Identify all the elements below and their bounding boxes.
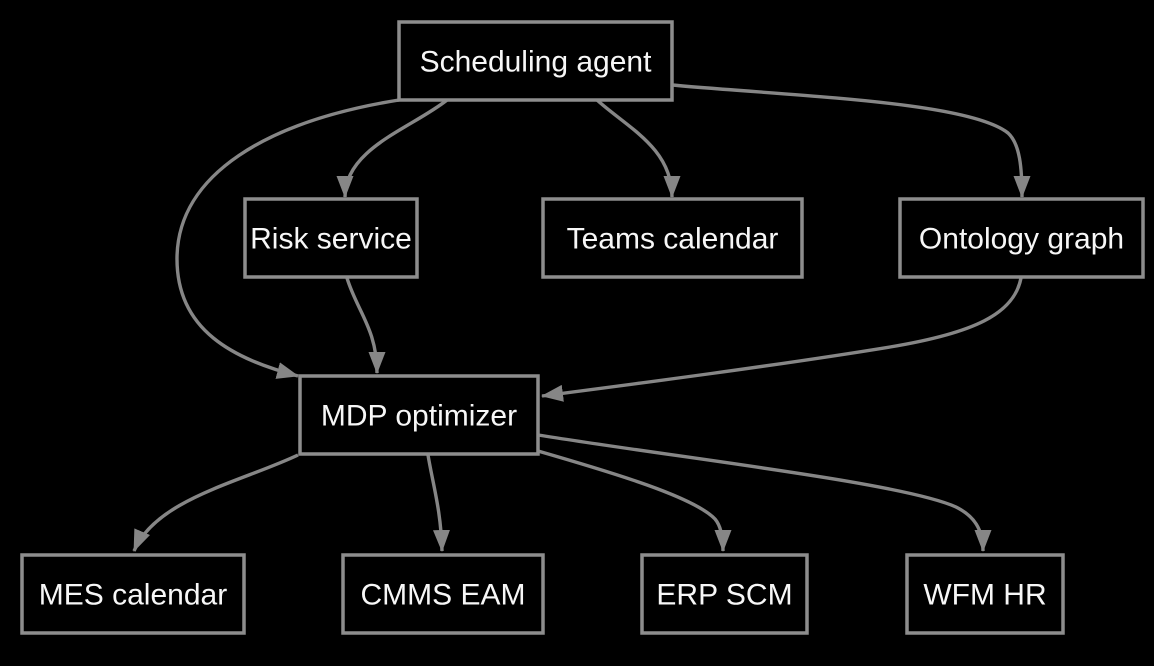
node-ontology-graph: Ontology graph	[898, 197, 1145, 279]
node-risk-service-box	[243, 197, 419, 279]
edge-mdp-optimizer-to-erp-scm	[537, 449, 732, 552]
node-mdp-optimizer-label: MDP optimizer	[321, 400, 517, 433]
node-scheduling-agent-label: Scheduling agent	[420, 46, 653, 79]
node-erp-scm-label: ERP SCM	[656, 579, 792, 612]
node-ontology-graph-box	[898, 197, 1145, 279]
node-teams-calendar-box	[541, 197, 804, 279]
node-wfm-hr: WFM HR	[905, 553, 1065, 635]
node-risk-service: Risk service	[243, 197, 419, 279]
node-teams-calendar: Teams calendar	[541, 197, 804, 279]
edge-mdp-optimizer-to-wfm-hr	[537, 433, 992, 552]
node-mes-calendar: MES calendar	[20, 553, 246, 635]
node-risk-service-label: Risk service	[250, 223, 412, 256]
node-wfm-hr-label: WFM HR	[923, 579, 1046, 612]
node-mes-calendar-box	[20, 553, 246, 635]
edge-ontology-graph-to-mdp-optimizer	[541, 277, 1023, 402]
edge-scheduling-agent-to-teams-calendar	[595, 98, 681, 198]
edge-scheduling-agent-to-risk-service	[336, 98, 449, 198]
node-erp-scm: ERP SCM	[640, 553, 809, 635]
edge-risk-service-to-mdp-optimizer	[345, 277, 386, 374]
edge-scheduling-agent-to-ontology-graph	[671, 83, 1031, 198]
node-teams-calendar-label: Teams calendar	[567, 223, 779, 256]
edge-mdp-optimizer-to-cmms-eam	[426, 454, 450, 552]
edge-mdp-optimizer-to-mes-calendar	[132, 453, 299, 552]
node-wfm-hr-box	[905, 553, 1065, 635]
node-scheduling-agent: Scheduling agent	[397, 20, 674, 102]
node-erp-scm-box	[640, 553, 809, 635]
node-mdp-optimizer-box	[298, 374, 540, 456]
node-cmms-eam: CMMS EAM	[341, 553, 545, 635]
node-cmms-eam-box	[341, 553, 545, 635]
node-mdp-optimizer: MDP optimizer	[298, 374, 540, 456]
node-ontology-graph-label: Ontology graph	[919, 223, 1124, 256]
node-mes-calendar-label: MES calendar	[39, 579, 227, 612]
node-cmms-eam-label: CMMS EAM	[361, 579, 526, 612]
edge-scheduling-agent-to-mdp-optimizer	[175, 98, 400, 379]
node-scheduling-agent-box	[397, 20, 674, 102]
